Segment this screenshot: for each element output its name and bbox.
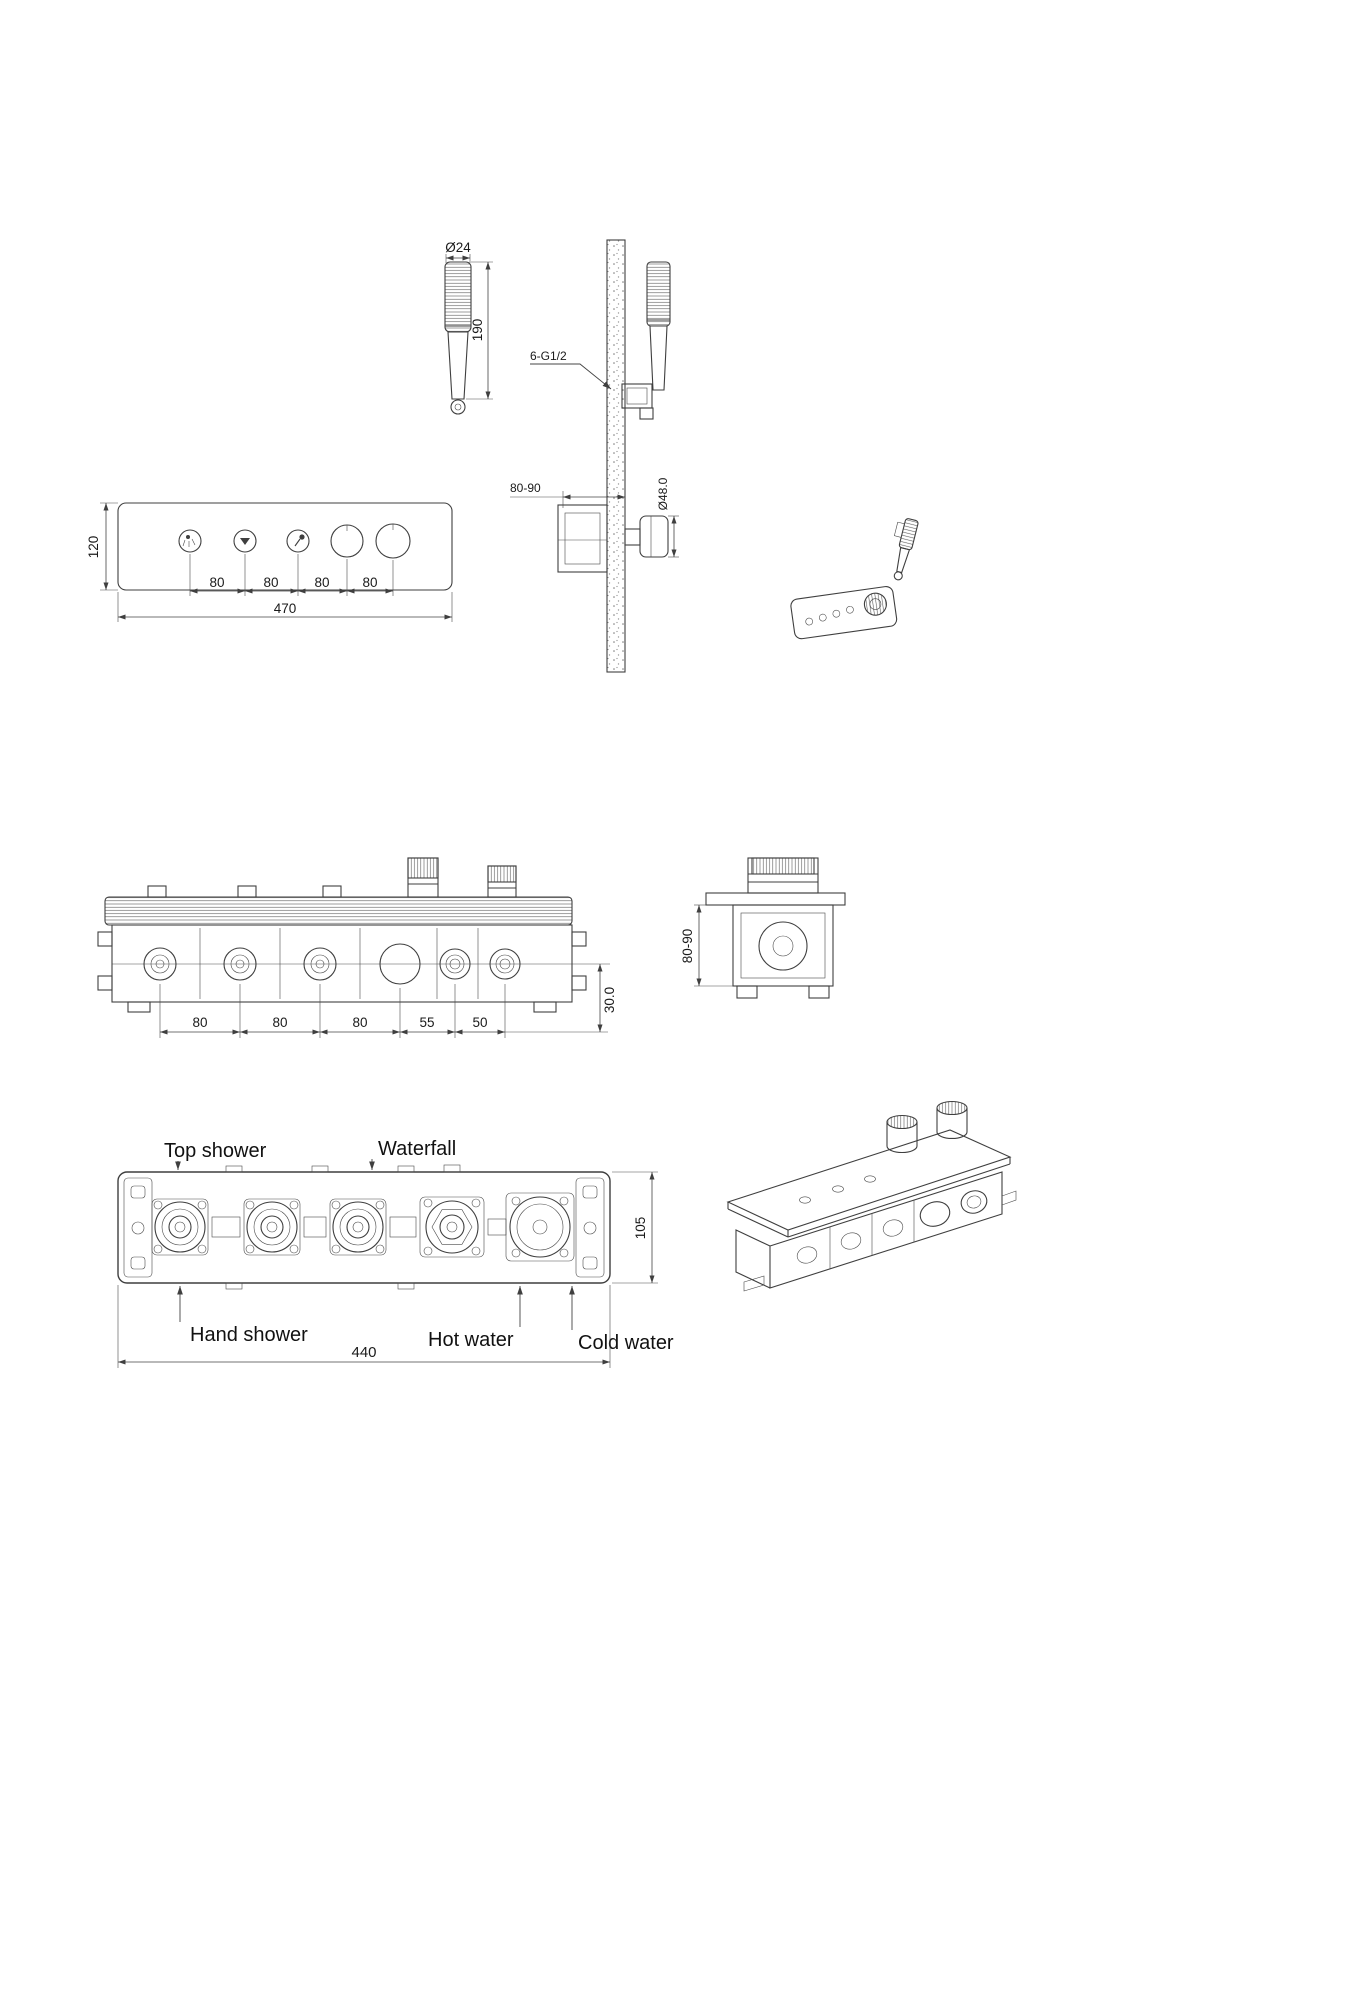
dim-hand-shower-length: 190 xyxy=(470,319,485,342)
port-hand-shower xyxy=(243,1198,301,1256)
dim-port-pitch-2: 80 xyxy=(272,1015,287,1030)
iso-body-front xyxy=(769,1171,1003,1289)
top-view-knob-1 xyxy=(407,857,439,898)
hand-shower-hang-ring xyxy=(450,399,466,415)
label-hot-water: Hot water xyxy=(428,1329,514,1351)
waterfall-icon xyxy=(240,538,250,545)
valve-section-view: 80-90 xyxy=(680,857,846,999)
dim-panel-width: 470 xyxy=(274,601,297,616)
thumbnail-knob xyxy=(863,592,887,616)
dim-panel-height: 120 xyxy=(86,536,101,559)
hand-shower-handle xyxy=(447,331,469,400)
port-waterfall xyxy=(329,1198,387,1256)
valve-top-view: 80 80 80 55 50 30.0 xyxy=(97,857,617,1038)
panel-knob-right xyxy=(375,523,411,559)
wall-mount-side-view: 6-G1/2 80-90 Ø48.0 xyxy=(510,239,679,673)
hand-shower-head xyxy=(444,261,472,333)
hand-shower-detail-view: Ø24 190 xyxy=(444,240,493,415)
dim-panel-pitch-1: 80 xyxy=(209,575,224,590)
right-mount-bracket xyxy=(575,1177,605,1278)
rough-in-box xyxy=(117,1171,611,1284)
rail-hand-shower xyxy=(646,261,671,391)
top-shower-icon xyxy=(186,535,190,539)
top-view-port-6 xyxy=(489,948,521,980)
dim-port-pitch-3: 80 xyxy=(352,1015,367,1030)
rough-in-isometric-view xyxy=(726,1100,1017,1292)
port-hot-water xyxy=(419,1196,485,1258)
panel-knob-left xyxy=(330,524,364,558)
panel-button-top-shower xyxy=(178,529,202,553)
dim-port-pitch-1: 80 xyxy=(192,1015,207,1030)
dim-hand-shower-diameter: Ø24 xyxy=(445,240,471,255)
dim-port-pitch-4: 55 xyxy=(419,1015,434,1030)
iso-knob-1 xyxy=(886,1114,918,1154)
left-mount-bracket xyxy=(123,1177,153,1278)
dim-rough-in-width: 440 xyxy=(351,1344,376,1361)
panel-button-waterfall xyxy=(233,529,257,553)
port-cold-water xyxy=(505,1192,575,1262)
top-view-port-1 xyxy=(143,947,177,981)
thread-leader-line xyxy=(530,363,612,390)
iso-plate-top xyxy=(726,1129,1012,1231)
dim-thread-callout: 6-G1/2 xyxy=(530,349,567,363)
dim-handle-diameter: Ø48.0 xyxy=(656,477,670,510)
wall-section xyxy=(606,239,626,673)
port-top-shower xyxy=(151,1198,209,1256)
rough-in-front-view: Top shower Waterfall Hand shower Hot wat… xyxy=(117,1138,674,1368)
panel-face xyxy=(117,502,453,591)
top-view-port-3 xyxy=(303,947,337,981)
trim-plate-edge xyxy=(104,896,573,926)
section-knob xyxy=(747,857,819,894)
top-view-knob-2 xyxy=(487,865,517,898)
label-hand-shower: Hand shower xyxy=(190,1324,308,1346)
recessed-valve-body xyxy=(557,504,669,573)
rail-slider-bracket xyxy=(621,383,654,420)
hand-shower-thumbnail xyxy=(893,518,919,581)
valve-handle xyxy=(639,515,669,558)
dim-panel-pitch-3: 80 xyxy=(314,575,329,590)
dim-panel-pitch-2: 80 xyxy=(263,575,278,590)
panel-button-hand-shower xyxy=(286,529,310,553)
panel-isometric-thumbnail xyxy=(790,586,898,640)
dim-edge-offset: 30.0 xyxy=(602,987,617,1013)
iso-body-end xyxy=(735,1229,771,1289)
label-waterfall: Waterfall xyxy=(378,1138,456,1160)
valve-body-top xyxy=(111,924,573,1003)
section-body xyxy=(732,904,834,999)
dim-port-pitch-5: 50 xyxy=(472,1015,487,1030)
dim-rough-in-height: 105 xyxy=(633,1217,648,1240)
label-cold-water: Cold water xyxy=(578,1332,674,1354)
dim-section-depth: 80-90 xyxy=(680,929,695,964)
dim-wall-depth: 80-90 xyxy=(510,481,541,495)
label-top-shower: Top shower xyxy=(164,1140,267,1162)
dim-panel-pitch-4: 80 xyxy=(362,575,377,590)
hand-shower-icon xyxy=(299,534,305,540)
iso-knob-2 xyxy=(936,1100,968,1140)
section-trim-plate xyxy=(705,892,846,906)
top-view-port-4 xyxy=(379,943,421,985)
top-view-port-5 xyxy=(439,948,471,980)
control-panel-front-view: 120 8 xyxy=(86,502,453,622)
top-view-port-2 xyxy=(223,947,257,981)
